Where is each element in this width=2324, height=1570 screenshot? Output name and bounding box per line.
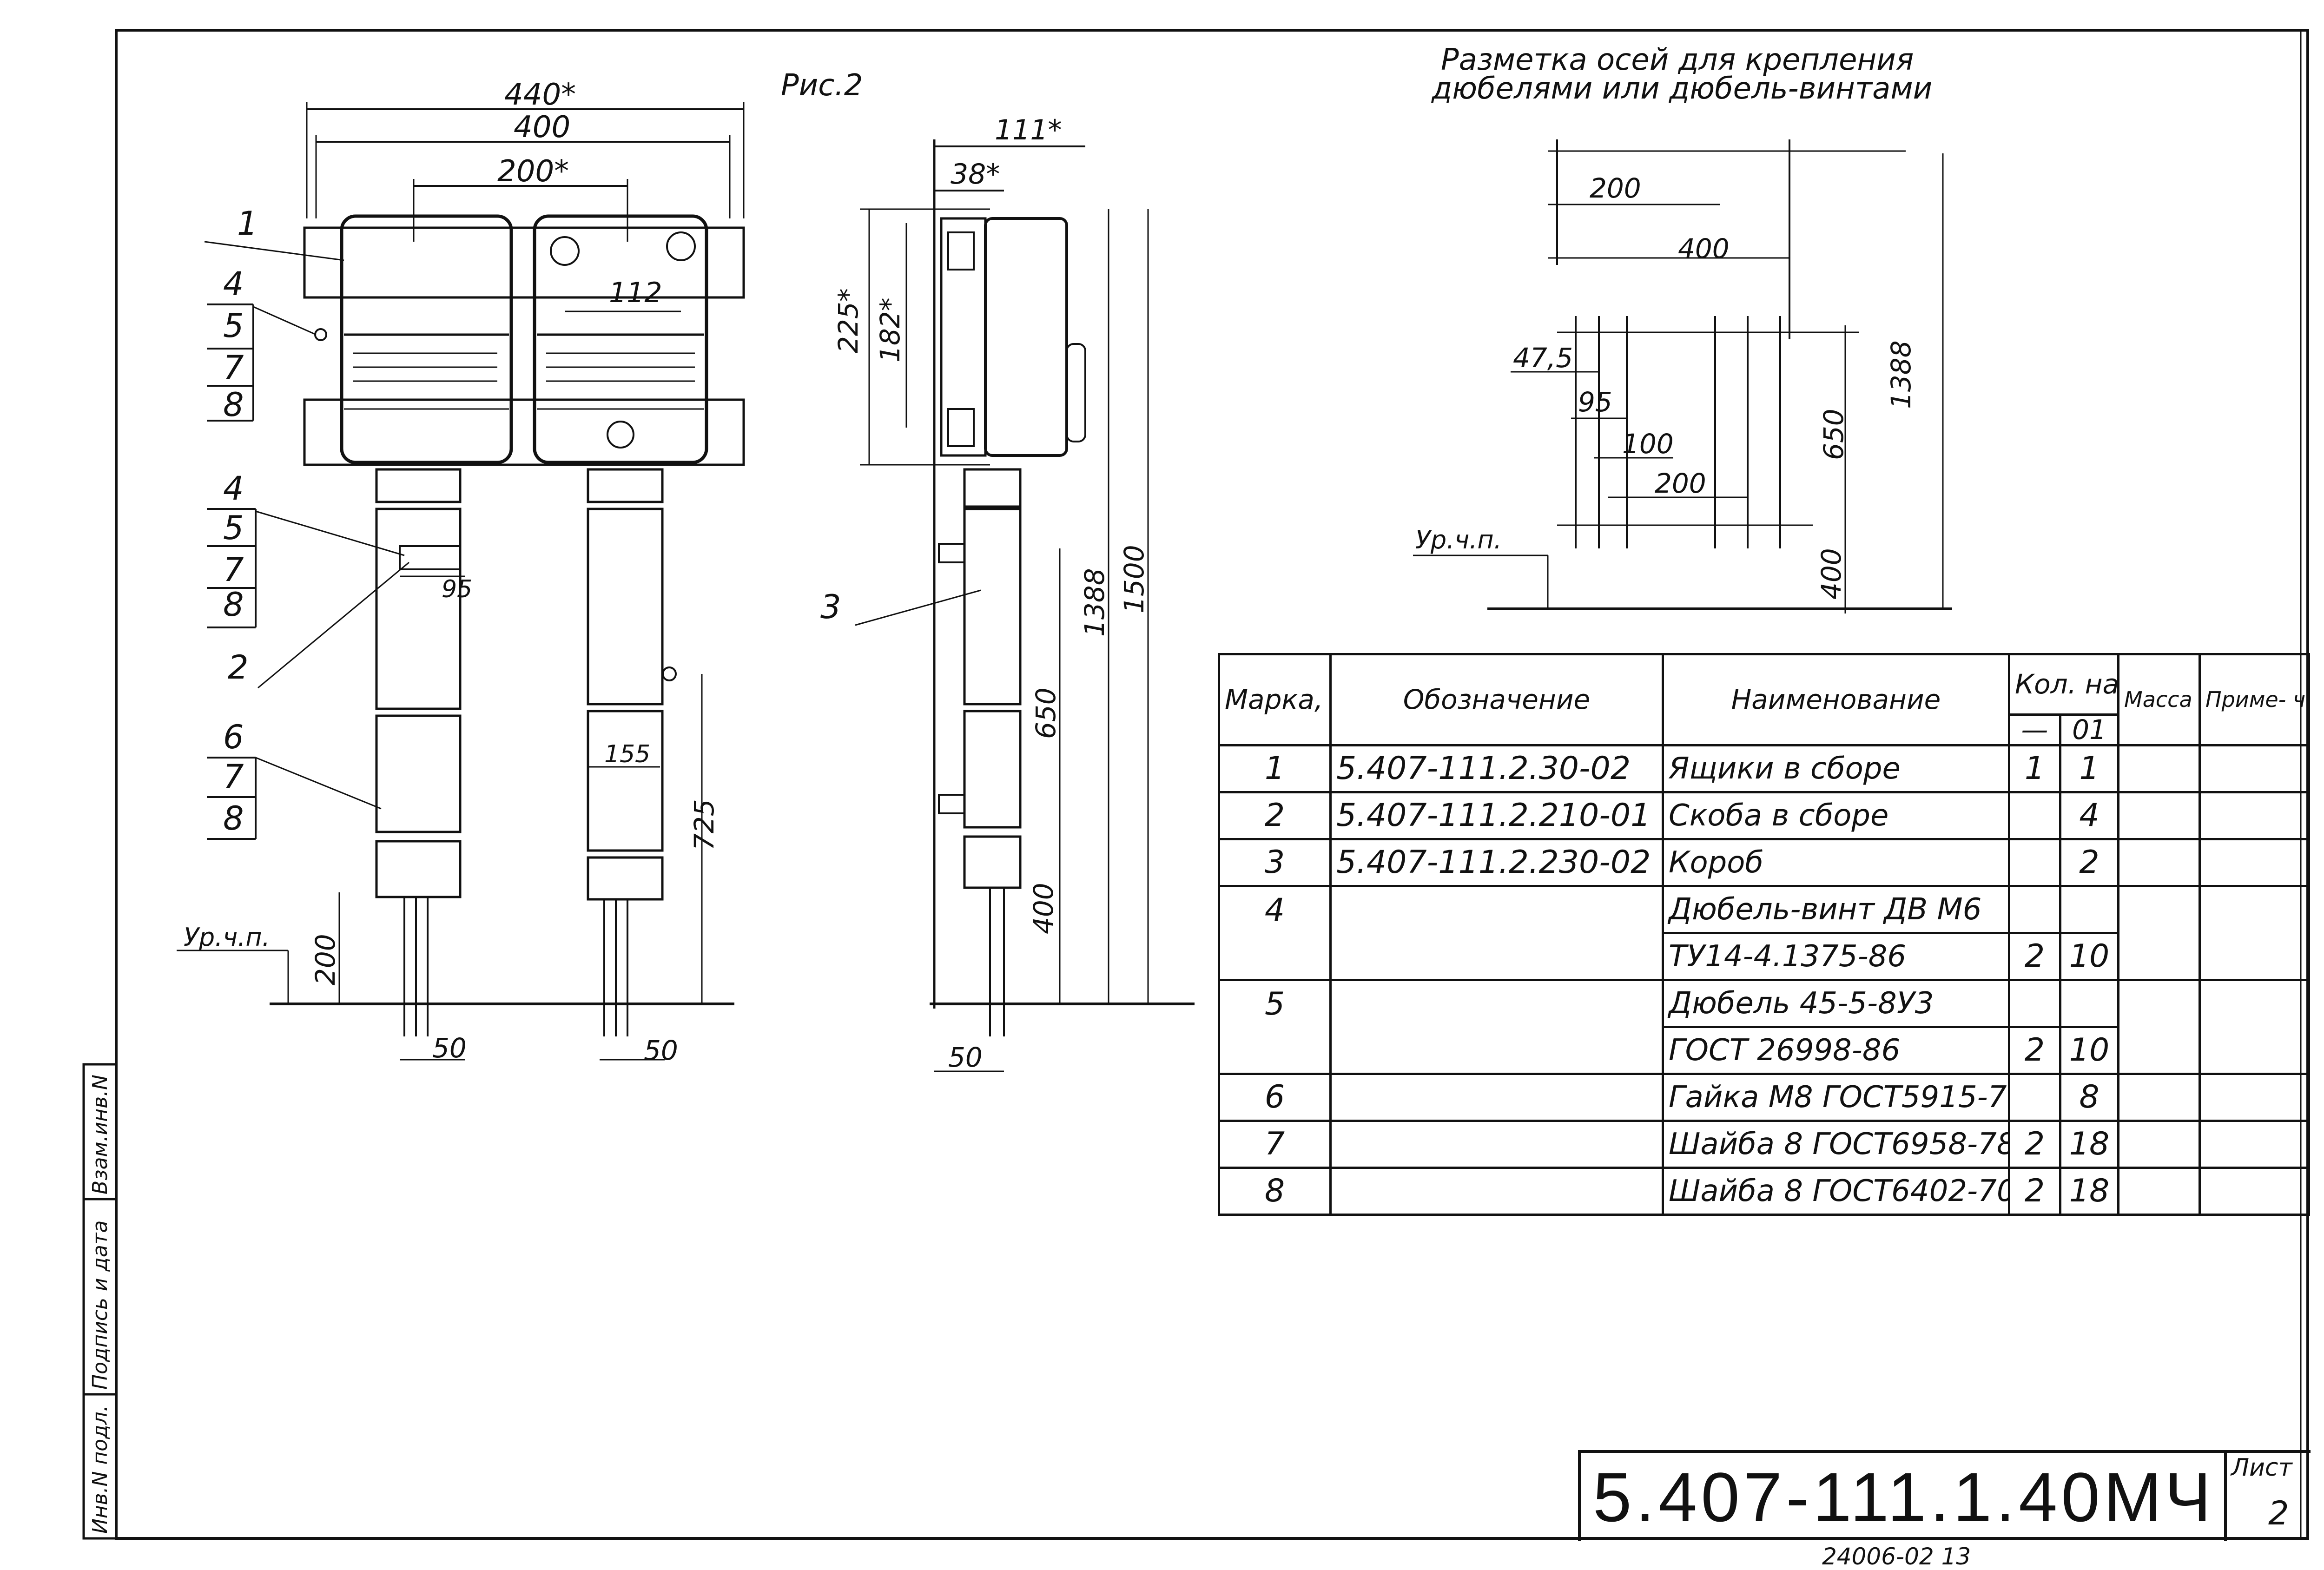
markup-dim-100: 100 [1622, 428, 1674, 460]
callout-2: 2 [228, 648, 249, 686]
floor-level-label: Ур.ч.п. [184, 923, 270, 952]
callout-8b: 8 [223, 586, 244, 624]
callout-5b: 5 [223, 509, 244, 547]
table-row: 5 Дюбель 45-5-8У3 [1218, 978, 2311, 1028]
dim-725: 725 [688, 799, 720, 851]
header-qty-a: — [2008, 713, 2061, 746]
callout-7c: 7 [223, 758, 244, 796]
dim-50-right: 50 [644, 1035, 678, 1066]
dim-1388-side: 1388 [1079, 568, 1110, 637]
callout-4: 4 [223, 265, 244, 303]
callout-3: 3 [820, 588, 841, 626]
stamp-inv-podl: Инв.N подл. [88, 1405, 112, 1534]
side-view: 111* 38* 225* 182* 650 400 1388 1500 50 … [820, 114, 1195, 1073]
sheet-box [2224, 1450, 2311, 1541]
header-mass: Масса ед. кг [2117, 653, 2201, 746]
dim-200-vertical: 200 [310, 934, 341, 985]
archive-number: 24006-02 13 [1822, 1543, 1971, 1570]
dim-38: 38* [951, 158, 1000, 191]
sheet-label: Лист [2231, 1454, 2292, 1482]
stamp-vzam: Взам.инв.N [88, 1075, 112, 1194]
dim-50-side: 50 [948, 1042, 983, 1073]
dim-50-left: 50 [432, 1032, 467, 1064]
dim-112: 112 [609, 277, 662, 309]
header-qty: Кол. на [2007, 653, 2120, 716]
header-mark: Марка, поз. [1218, 653, 1332, 746]
markup-dim-400-vertical: 400 [1816, 548, 1847, 600]
markup-floor-label: Ур.ч.п. [1415, 525, 1502, 554]
callout-8: 8 [223, 386, 244, 424]
callout-7: 7 [223, 349, 244, 387]
dim-1500-side: 1500 [1118, 545, 1150, 613]
header-designation: Обозначение [1329, 653, 1664, 746]
duct-left [375, 468, 462, 1036]
dim-182: 182* [874, 297, 906, 363]
table-row: 2 5.407-111.2.210-01 Скоба в сборе 4 [1218, 791, 2311, 840]
dim-155: 155 [604, 740, 650, 768]
header-name: Наименование [1662, 653, 2010, 746]
markup-title-line2: дюбелями или дюбель-винтами [1431, 72, 1932, 106]
mount-hole [666, 231, 696, 261]
mount-hole [607, 421, 634, 449]
table-row: ГОСТ 26998-86 2 10 [1218, 1025, 2311, 1075]
dim-200: 200* [497, 154, 569, 189]
specification-table: Марка, поз. Обозначение Наименование Кол… [1218, 653, 2311, 1216]
box-left [340, 214, 513, 464]
callout-8c: 8 [223, 799, 244, 838]
markup-dim-650: 650 [1818, 409, 1849, 460]
markup-dim-400: 400 [1678, 233, 1730, 264]
table-row: 6 Гайка М8 ГОСТ5915-70 8 [1218, 1072, 2311, 1122]
callout-6: 6 [223, 718, 244, 756]
table-row: 1 5.407-111.2.30-02 Ящики в сборе 1 1 [1218, 744, 2311, 793]
table-row: 7 Шайба 8 ГОСТ6958-78 2 18 [1218, 1119, 2311, 1169]
dim-111: 111* [995, 114, 1062, 146]
stamp-podpis: Подпись и дата [88, 1220, 112, 1390]
table-row: 8 Шайба 8 ГОСТ6402-70 2 18 [1218, 1166, 2311, 1216]
box-right [533, 214, 708, 464]
front-view: 440* 400 200* 112 [177, 78, 745, 1066]
dim-650-side: 650 [1030, 687, 1062, 739]
markup-dim-200: 200 [1590, 172, 1641, 204]
figure-label: Рис.2 [781, 68, 863, 103]
markup-diagram: Разметка осей для крепления дюбелями или… [1413, 43, 1952, 613]
callout-5: 5 [223, 307, 244, 345]
table-row: 3 5.407-111.2.230-02 Короб 2 [1218, 838, 2311, 887]
dim-400-side: 400 [1028, 883, 1059, 934]
callout-1: 1 [237, 204, 258, 243]
dim-95: 95 [442, 575, 472, 603]
dim-400: 400 [514, 110, 570, 145]
sheet-number: 2 [2268, 1494, 2289, 1532]
dim-440: 440* [504, 78, 576, 112]
header-note: Приме- чание [2199, 653, 2311, 746]
table-row: 4 Дюбель-винт ДВ М6 [1218, 884, 2311, 934]
box-side [984, 217, 1068, 457]
callout-7b: 7 [223, 551, 244, 589]
duct-right [587, 468, 677, 1036]
table-row: ТУ14-4.1375-86 2 10 [1218, 931, 2311, 981]
side-stamp-strip [82, 1063, 118, 1540]
mount-hole [550, 236, 580, 266]
document-code: 5.407-111.1.40МЧ [1578, 1450, 2227, 1541]
header-qty-b: 01 [2059, 713, 2120, 746]
markup-title-line1: Разметка осей для крепления [1441, 43, 1914, 77]
markup-dim-200b: 200 [1655, 468, 1706, 499]
dim-225: 225* [832, 288, 864, 353]
markup-dim-47-5: 47,5 [1513, 342, 1573, 374]
markup-dim-1388: 1388 [1885, 340, 1917, 409]
markup-dim-95: 95 [1578, 386, 1612, 418]
callout-4b: 4 [223, 469, 244, 508]
